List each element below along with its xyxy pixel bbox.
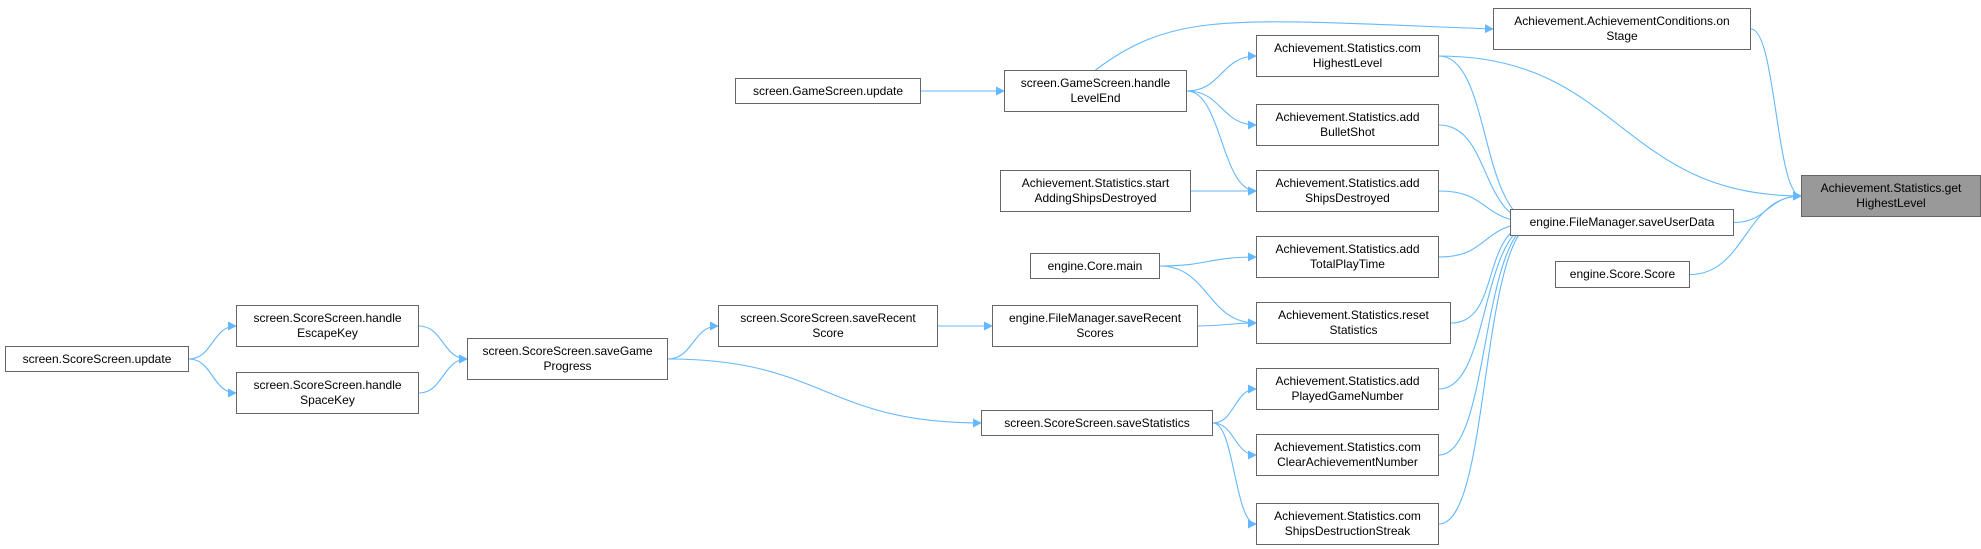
node-core-main[interactable]: engine.Core.main [1030,253,1160,279]
edge-on-stage-to-get-highest-level [1750,28,1802,201]
node-game-screen-update[interactable]: screen.GameScreen.update [735,78,921,104]
node-label-line: Achievement.Statistics.get [1820,181,1962,195]
edge-reset-statistics-to-save-user-data [1450,219,1531,324]
edge-com-clear-achievement-number-to-save-user-data [1438,221,1531,456]
edge-add-played-game-number-to-save-user-data [1438,220,1531,390]
node-label-line: TotalPlayTime [1310,257,1385,271]
edge-com-highest-level-to-get-highest-level [1438,55,1802,201]
node-label-line: screen.GameScreen.handle [1020,76,1171,90]
edge-save-game-progress-to-save-recent-score [667,321,719,360]
node-label-line: PlayedGameNumber [1291,389,1404,403]
node-label-line: Achievement.Statistics.com [1274,440,1421,454]
node-label-line: Achievement.Statistics.add [1275,110,1420,124]
node-save-statistics[interactable]: screen.ScoreScreen.saveStatistics [981,410,1213,436]
node-label-line: BulletShot [1320,125,1375,139]
node-label-line: ShipsDestroyed [1305,191,1390,205]
node-label-line: ClearAchievementNumber [1277,455,1418,469]
node-score-screen-update[interactable]: screen.ScoreScreen.update [5,346,189,372]
node-label-line: Score [812,326,844,340]
node-label-line: SpaceKey [300,393,355,407]
node-label-line: HighestLevel [1856,196,1926,210]
node-label-line: Achievement.Statistics.add [1275,374,1420,388]
node-label-line: Progress [543,359,592,373]
node-label-line: Achievement.Statistics.add [1275,176,1420,190]
node-label-line: screen.ScoreScreen.saveStatistics [1004,415,1190,430]
edge-add-bullet-shot-to-save-user-data [1438,124,1531,226]
node-label-line: screen.ScoreScreen.saveGame [482,344,653,358]
edge-com-ships-destruction-streak-to-save-user-data [1438,222,1531,525]
node-score-score[interactable]: engine.Score.Score [1555,261,1690,288]
edge-com-highest-level-to-save-user-data [1438,55,1531,225]
node-label-line: Achievement.AchievementConditions.on [1514,14,1730,28]
edge-save-game-progress-to-save-statistics [667,358,982,428]
edge-save-statistics-to-com-ships-destruction-streak [1212,422,1257,529]
edge-game-screen-handle-level-end-to-add-ships-destroyed [1186,90,1257,196]
edge-score-score-to-get-highest-level [1689,191,1802,276]
edge-score-screen-update-to-handle-escape-key [188,321,237,360]
edge-core-main-to-add-total-play-time [1159,252,1257,267]
edge-game-screen-handle-level-end-to-com-highest-level [1186,51,1257,92]
node-label-line: Scores [1076,326,1114,340]
node-label-line: engine.Score.Score [1569,267,1676,281]
edge-game-screen-handle-level-end-to-add-bullet-shot [1186,90,1257,130]
node-label-line: engine.FileManager.saveRecent [1008,311,1182,325]
node-label-line: screen.ScoreScreen.saveRecent [740,311,916,325]
edge-save-statistics-to-add-played-game-number [1212,384,1257,424]
node-label-line: Achievement.Statistics.com [1274,41,1421,55]
node-label-line: Achievement.Statistics.add [1275,242,1420,256]
node-label-line: Achievement.Statistics.reset [1278,308,1429,322]
edge-game-screen-handle-level-end-to-on-stage [1095,21,1494,71]
edge-handle-escape-key-to-save-game-progress [418,325,468,364]
edge-save-recent-scores-to-reset-statistics [1197,318,1257,328]
node-label-line: screen.ScoreScreen.update [22,351,172,366]
edge-score-screen-update-to-handle-space-key [188,358,237,398]
node-label-line: engine.FileManager.saveUserData [1529,215,1715,229]
node-label-line: Achievement.Statistics.start [1021,176,1170,190]
node-label-line: screen.ScoreScreen.handle [253,311,402,325]
node-label-line: Statistics [1329,323,1378,337]
node-label-line: HighestLevel [1312,56,1383,70]
node-label-line: AddingShipsDestroyed [1034,191,1157,205]
edge-save-statistics-to-com-clear-achievement-number [1212,422,1257,460]
node-save-user-data[interactable]: engine.FileManager.saveUserData [1510,209,1734,236]
node-label-line: Stage [1606,29,1638,43]
node-label-line: screen.GameScreen.update [752,83,904,98]
edge-core-main-to-reset-statistics [1159,265,1257,328]
node-label-line: EscapeKey [297,326,358,340]
node-label-line: ShipsDestructionStreak [1284,524,1411,538]
node-label-line: screen.ScoreScreen.handle [253,378,402,392]
node-label-line: engine.Core.main [1047,258,1143,273]
node-label-line: LevelEnd [1070,91,1121,105]
node-label-line: Achievement.Statistics.com [1274,509,1421,523]
edge-handle-space-key-to-save-game-progress [418,354,468,394]
